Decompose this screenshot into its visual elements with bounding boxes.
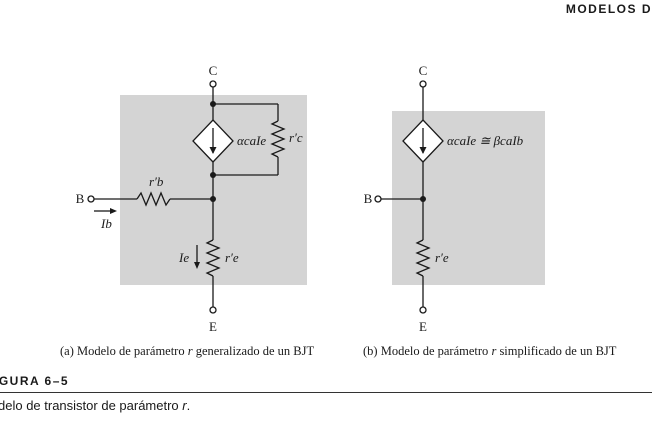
resistor-re-a: [205, 239, 221, 277]
label-rb: r′b: [149, 174, 164, 189]
resistor-rb: [136, 191, 171, 207]
caption-a: (a) Modelo de parámetro r generalizado d…: [60, 344, 314, 358]
caption-b: (b) Modelo de parámetro r simplificado d…: [363, 344, 617, 358]
resistor-re-b: [415, 239, 431, 277]
junction-dot: [420, 196, 426, 202]
terminal-e-b: [419, 306, 427, 314]
running-head: MODELOS D: [565, 2, 652, 16]
ib-arrow: [110, 208, 117, 214]
junction-dot: [210, 172, 216, 178]
node-e-label-a: E: [209, 319, 217, 334]
label-source-a: αcaIe: [237, 133, 266, 148]
junction-dot: [210, 101, 216, 107]
node-c-label-a: C: [209, 63, 218, 78]
diagram-b: [374, 80, 545, 314]
figure-rule: [0, 392, 652, 393]
terminal-b-b: [374, 195, 382, 203]
label-rc: r′c: [289, 130, 303, 145]
terminal-e-a: [209, 306, 217, 314]
diagram-a: [87, 80, 307, 314]
ie-arrow: [194, 262, 200, 269]
node-b-label-b: B: [364, 191, 373, 206]
figure-caption: delo de transistor de parámetro r.: [0, 398, 191, 413]
junction-dot: [210, 196, 216, 202]
resistor-rc: [270, 120, 286, 158]
figure-diagrams: C B E αcaIe r′c r′b Ib Ie r′e (a) Modelo…: [60, 63, 617, 358]
terminal-c-b: [419, 80, 427, 88]
label-re-b: r′e: [435, 250, 449, 265]
node-e-label-b: E: [419, 319, 427, 334]
node-b-label-a: B: [76, 191, 85, 206]
label-re-a: r′e: [225, 250, 239, 265]
node-c-label-b: C: [419, 63, 428, 78]
terminal-b-a: [87, 195, 95, 203]
terminal-c-a: [209, 80, 217, 88]
label-ie: Ie: [178, 250, 189, 265]
label-ib: Ib: [100, 216, 112, 231]
label-source-b: αcaIe ≅ βcaIb: [447, 133, 524, 148]
figure-label: IGURA 6–5: [0, 374, 70, 388]
